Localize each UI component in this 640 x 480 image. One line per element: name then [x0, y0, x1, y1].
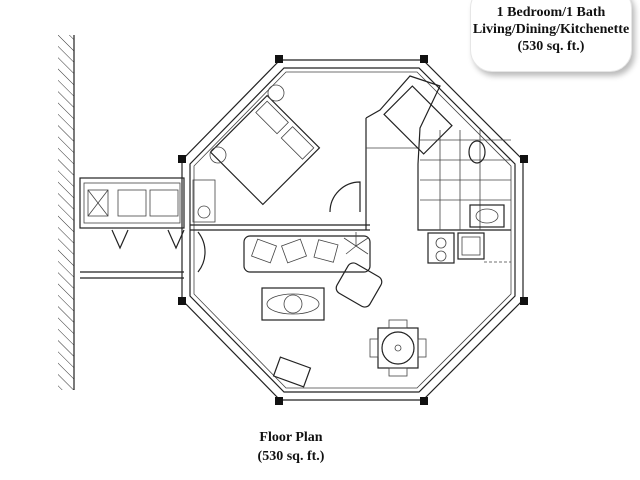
caption-title: Floor Plan: [259, 430, 323, 445]
dining-table: [369, 319, 427, 377]
bathroom: [365, 75, 511, 231]
summary-square-footage: (530 sq. ft.): [517, 39, 585, 54]
living-area: [243, 232, 383, 388]
summary-areas: Living/Dining/Kitchenette: [472, 22, 630, 37]
summary-badge: 1 Bedroom/1 Bath Living/Dining/Kitchenet…: [470, 0, 632, 72]
kitchenette: [427, 232, 511, 264]
bedroom: [190, 84, 370, 273]
hatched-wall: [58, 35, 75, 390]
caption-area: (530 sq. ft.): [257, 449, 325, 464]
entry-walkway: [79, 177, 185, 279]
plant: [343, 232, 369, 255]
bed: [209, 94, 321, 206]
floor-plan-caption: Floor Plan (530 sq. ft.): [236, 428, 346, 466]
octagon-walls: [178, 55, 528, 405]
summary-rooms: 1 Bedroom/1 Bath: [496, 5, 606, 20]
